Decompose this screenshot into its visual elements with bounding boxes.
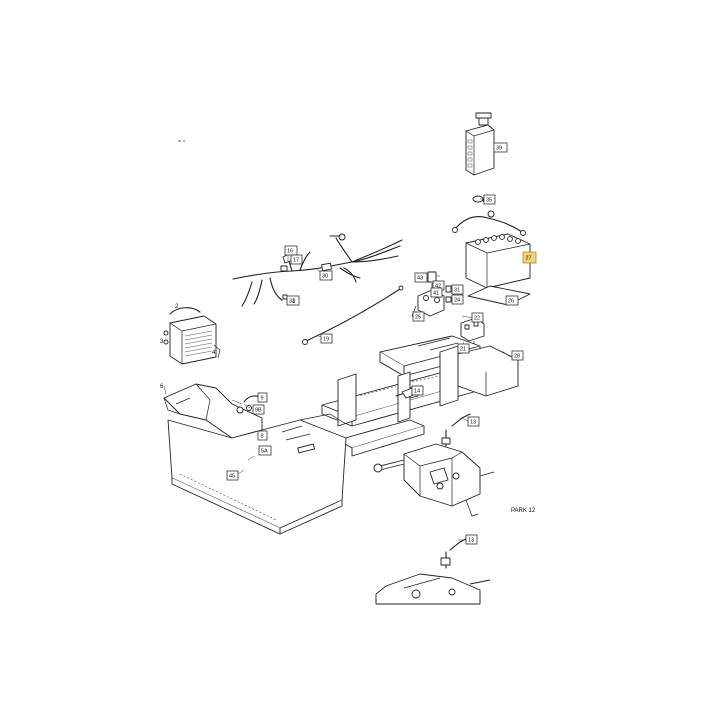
callout-35[interactable]: 35 xyxy=(483,194,496,205)
callout-45[interactable]: 45 xyxy=(226,470,239,481)
chassis-frame-part[interactable] xyxy=(321,335,519,457)
sheet-label: PARK 12 xyxy=(511,508,536,514)
label-4: 4 xyxy=(212,350,216,356)
callout-13[interactable]: 13 xyxy=(467,416,480,427)
callout-43-label: 43 xyxy=(417,276,423,282)
battery-mat-part[interactable] xyxy=(467,285,531,306)
callout-9[interactable]: 9 xyxy=(257,392,268,403)
callout-14[interactable]: 14 xyxy=(411,385,424,396)
callout-35-label: 35 xyxy=(486,198,492,204)
callout-22-label: 22 xyxy=(474,316,480,322)
callout-24[interactable]: 24 xyxy=(451,294,464,305)
callout-8[interactable]: 8 xyxy=(257,430,268,441)
body-shell-part[interactable] xyxy=(167,413,347,535)
fuse-box-part[interactable] xyxy=(465,112,495,176)
label-3: 3 xyxy=(160,339,164,345)
cable-19-part[interactable] xyxy=(302,285,404,345)
callout-5A[interactable]: 5A xyxy=(258,445,272,456)
callout-45-label: 45 xyxy=(229,474,235,480)
callout-13-label: 13 xyxy=(470,420,476,426)
label-1: 1 xyxy=(292,299,296,305)
callout-31-label: 31 xyxy=(454,288,460,294)
battery-part[interactable] xyxy=(465,233,531,289)
callout-24-label: 24 xyxy=(454,298,460,304)
callout-9B[interactable]: 9B xyxy=(252,404,265,415)
callout-14-label: 14 xyxy=(414,389,420,395)
callout-9B-label: 9B xyxy=(255,408,262,414)
callout-19-label: 19 xyxy=(323,337,329,343)
callout-17-label: 17 xyxy=(293,258,299,264)
callout-8-label: 8 xyxy=(261,434,264,440)
callout-25[interactable]: 25 xyxy=(412,311,425,322)
callout-26-label: 26 xyxy=(508,299,514,305)
headlight-part[interactable] xyxy=(163,307,221,365)
callout-41-label: 41 xyxy=(433,291,439,297)
battery-cable-part[interactable] xyxy=(452,210,526,236)
callout-43[interactable]: 43 xyxy=(414,272,428,283)
label-6: 6 xyxy=(160,384,164,390)
battery-terminals xyxy=(475,234,521,245)
callout-39[interactable]: 39 xyxy=(493,142,508,153)
callout-28[interactable]: 28 xyxy=(511,350,524,361)
callout-21[interactable]: 21 xyxy=(457,343,470,354)
label-2: 2 xyxy=(175,304,179,310)
callout-42-label: 42 xyxy=(435,284,441,290)
transaxle-lower-part[interactable] xyxy=(375,537,491,605)
callout-27[interactable]: 27 xyxy=(522,251,537,264)
callout-21-label: 21 xyxy=(460,347,466,353)
callout-9-label: 9 xyxy=(261,396,264,402)
main-harness-part[interactable] xyxy=(232,233,403,307)
callout-30-label: 30 xyxy=(322,274,328,280)
callout-41[interactable]: 41 xyxy=(430,287,443,298)
callout-19[interactable]: 19 xyxy=(320,333,333,344)
callout-33[interactable]: 33 xyxy=(286,295,300,306)
callout-22[interactable]: 22 xyxy=(471,312,484,323)
callout-26[interactable]: 26 xyxy=(505,295,519,306)
callout-16[interactable]: 16 xyxy=(284,245,298,256)
callout-39-label: 39 xyxy=(496,146,502,152)
callout-30[interactable]: 30 xyxy=(319,270,333,281)
callout-25-label: 25 xyxy=(415,315,421,321)
callout-28-label: 28 xyxy=(514,354,520,360)
callout-17[interactable]: 17 xyxy=(290,254,303,265)
callout-31[interactable]: 31 xyxy=(451,284,464,295)
transaxle-part[interactable] xyxy=(373,413,495,517)
callout-13-lower-label: 13 xyxy=(468,538,474,544)
callout-16-label: 16 xyxy=(287,249,293,255)
callout-27-label: 27 xyxy=(526,256,532,262)
callout-13-lower[interactable]: 13 xyxy=(465,534,478,545)
callout-33-label: 33 xyxy=(289,299,295,305)
callout-5A-label: 5A xyxy=(261,449,268,455)
